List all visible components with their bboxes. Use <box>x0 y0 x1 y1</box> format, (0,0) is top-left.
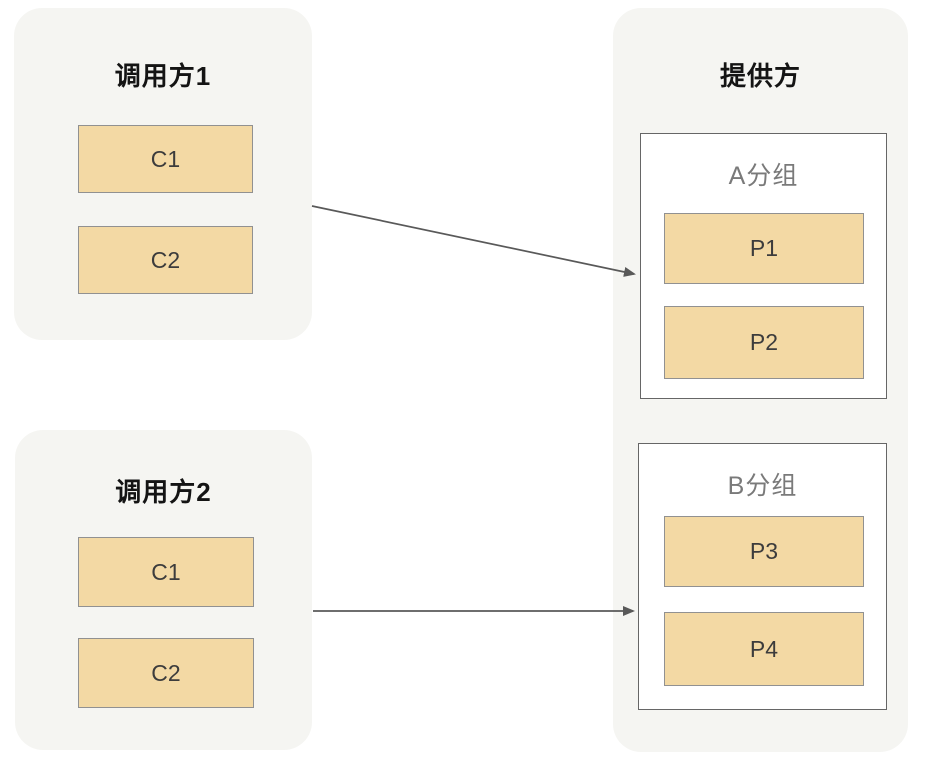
group-a-service-p2: P2 <box>664 306 864 379</box>
caller2-service-c2: C2 <box>78 638 254 708</box>
group-b-service-p3: P3 <box>664 516 864 587</box>
caller1-title: 调用方1 <box>114 61 212 91</box>
caller1-service-c1: C1 <box>78 125 253 193</box>
group-b-service-p4: P4 <box>664 612 864 686</box>
provider-panel: 提供方 A分组 P1 P2 B分组 P3 P4 <box>613 8 908 752</box>
group-a: A分组 P1 P2 <box>640 133 887 399</box>
group-a-title: A分组 <box>728 162 799 190</box>
caller2-panel: 调用方2 C1 C2 <box>15 430 312 750</box>
caller1-panel: 调用方1 C1 C2 <box>14 8 312 340</box>
group-a-service-p1: P1 <box>664 213 864 284</box>
caller2-title: 调用方2 <box>115 477 212 507</box>
arrow-caller1-to-group-a <box>311 205 636 277</box>
group-b: B分组 P3 P4 <box>638 443 887 710</box>
provider-title: 提供方 <box>719 61 801 91</box>
caller2-service-c1: C1 <box>78 537 254 607</box>
caller1-service-c2: C2 <box>78 226 253 294</box>
group-b-title: B分组 <box>727 472 798 500</box>
